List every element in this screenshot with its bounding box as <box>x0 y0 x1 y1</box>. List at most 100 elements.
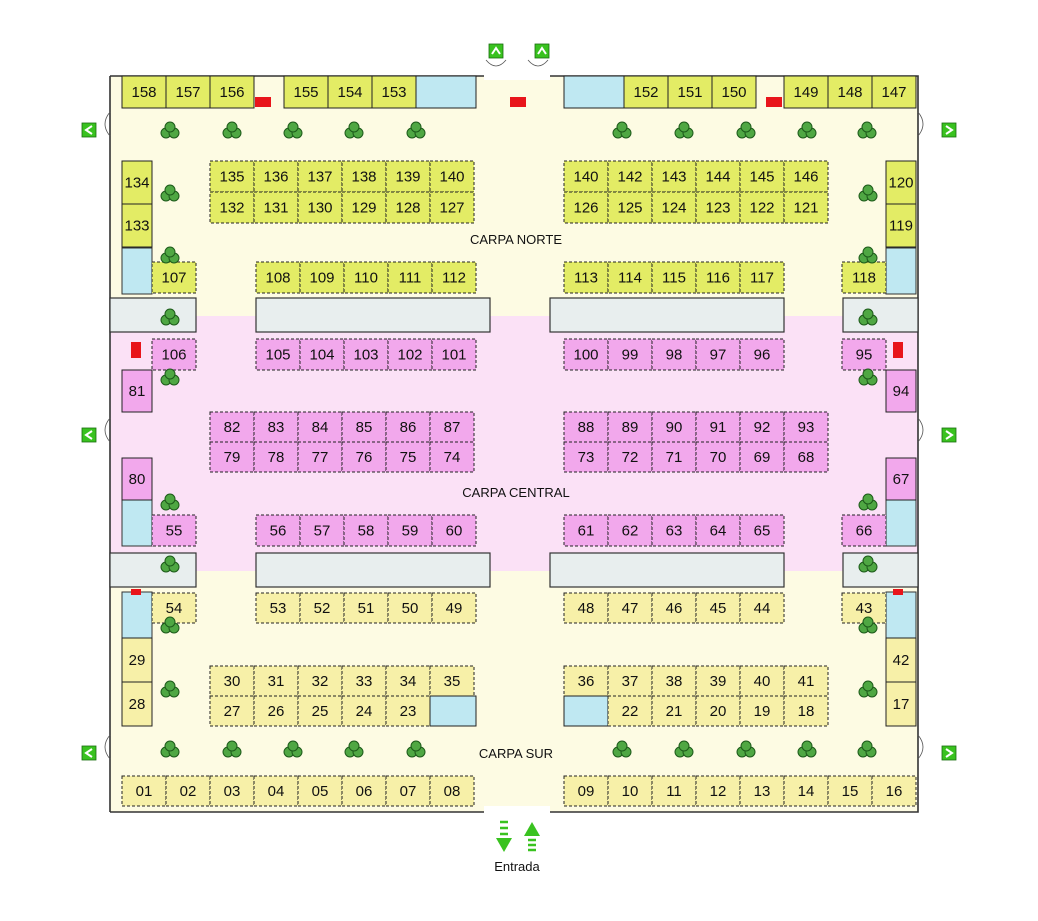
stand-106[interactable]: 106 <box>151 338 197 371</box>
stand-41[interactable]: 41 <box>783 665 829 697</box>
stand-21[interactable]: 21 <box>651 695 697 727</box>
stand-61[interactable]: 61 <box>563 514 609 547</box>
stand-129[interactable]: 129 <box>341 191 387 224</box>
stand-06[interactable]: 06 <box>341 775 387 807</box>
stand-87[interactable]: 87 <box>429 411 475 443</box>
stand-46[interactable]: 46 <box>651 592 697 624</box>
stand-101[interactable]: 101 <box>431 338 477 371</box>
stand-85[interactable]: 85 <box>341 411 387 443</box>
stand-68[interactable]: 68 <box>783 441 829 473</box>
stand-154[interactable]: 154 <box>327 75 373 109</box>
stand-117[interactable]: 117 <box>739 261 785 294</box>
stand-114[interactable]: 114 <box>607 261 653 294</box>
stand-27[interactable]: 27 <box>209 695 255 727</box>
stand-56[interactable]: 56 <box>255 514 301 547</box>
stand-155[interactable]: 155 <box>283 75 329 109</box>
stand-139[interactable]: 139 <box>385 160 431 193</box>
stand-125[interactable]: 125 <box>607 191 653 224</box>
stand-38[interactable]: 38 <box>651 665 697 697</box>
stand-74[interactable]: 74 <box>429 441 475 473</box>
stand-50[interactable]: 50 <box>387 592 433 624</box>
stand-123[interactable]: 123 <box>695 191 741 224</box>
stand-48[interactable]: 48 <box>563 592 609 624</box>
stand-71[interactable]: 71 <box>651 441 697 473</box>
stand-09[interactable]: 09 <box>563 775 609 807</box>
stand-32[interactable]: 32 <box>297 665 343 697</box>
stand-128[interactable]: 128 <box>385 191 431 224</box>
stand-122[interactable]: 122 <box>739 191 785 224</box>
stand-47[interactable]: 47 <box>607 592 653 624</box>
stand-17[interactable]: 17 <box>885 681 917 727</box>
stand-73[interactable]: 73 <box>563 441 609 473</box>
stand-44[interactable]: 44 <box>739 592 785 624</box>
stand-104[interactable]: 104 <box>299 338 345 371</box>
stand-65[interactable]: 65 <box>739 514 785 547</box>
stand-92[interactable]: 92 <box>739 411 785 443</box>
stand-02[interactable]: 02 <box>165 775 211 807</box>
stand-148[interactable]: 148 <box>827 75 873 109</box>
stand-146[interactable]: 146 <box>783 160 829 193</box>
stand-138[interactable]: 138 <box>341 160 387 193</box>
stand-133[interactable]: 133 <box>121 203 153 248</box>
stand-empty[interactable] <box>429 695 477 727</box>
stand-33[interactable]: 33 <box>341 665 387 697</box>
stand-134[interactable]: 134 <box>121 160 153 205</box>
stand-84[interactable]: 84 <box>297 411 343 443</box>
stand-88[interactable]: 88 <box>563 411 609 443</box>
stand-97[interactable]: 97 <box>695 338 741 371</box>
stand-105[interactable]: 105 <box>255 338 301 371</box>
stand-69[interactable]: 69 <box>739 441 785 473</box>
stand-120[interactable]: 120 <box>885 160 917 205</box>
stand-58[interactable]: 58 <box>343 514 389 547</box>
stand-20[interactable]: 20 <box>695 695 741 727</box>
stand-151[interactable]: 151 <box>667 75 713 109</box>
stand-12[interactable]: 12 <box>695 775 741 807</box>
stand-70[interactable]: 70 <box>695 441 741 473</box>
stand-43[interactable]: 43 <box>841 592 887 624</box>
stand-16[interactable]: 16 <box>871 775 917 807</box>
stand-22[interactable]: 22 <box>607 695 653 727</box>
stand-67[interactable]: 67 <box>885 457 917 501</box>
stand-03[interactable]: 03 <box>209 775 255 807</box>
stand-79[interactable]: 79 <box>209 441 255 473</box>
stand-35[interactable]: 35 <box>429 665 475 697</box>
stand-116[interactable]: 116 <box>695 261 741 294</box>
stand-53[interactable]: 53 <box>255 592 301 624</box>
stand-113[interactable]: 113 <box>563 261 609 294</box>
stand-23[interactable]: 23 <box>385 695 431 727</box>
stand-149[interactable]: 149 <box>783 75 829 109</box>
stand-119[interactable]: 119 <box>885 203 917 248</box>
stand-126[interactable]: 126 <box>563 191 609 224</box>
stand-55[interactable]: 55 <box>151 514 197 547</box>
stand-empty[interactable] <box>563 75 625 109</box>
stand-157[interactable]: 157 <box>165 75 211 109</box>
stand-152[interactable]: 152 <box>623 75 669 109</box>
stand-91[interactable]: 91 <box>695 411 741 443</box>
stand-13[interactable]: 13 <box>739 775 785 807</box>
stand-49[interactable]: 49 <box>431 592 477 624</box>
stand-76[interactable]: 76 <box>341 441 387 473</box>
stand-24[interactable]: 24 <box>341 695 387 727</box>
stand-75[interactable]: 75 <box>385 441 431 473</box>
stand-103[interactable]: 103 <box>343 338 389 371</box>
stand-62[interactable]: 62 <box>607 514 653 547</box>
stand-30[interactable]: 30 <box>209 665 255 697</box>
stand-42[interactable]: 42 <box>885 637 917 683</box>
stand-112[interactable]: 112 <box>431 261 477 294</box>
stand-07[interactable]: 07 <box>385 775 431 807</box>
stand-121[interactable]: 121 <box>783 191 829 224</box>
stand-99[interactable]: 99 <box>607 338 653 371</box>
stand-01[interactable]: 01 <box>121 775 167 807</box>
stand-31[interactable]: 31 <box>253 665 299 697</box>
stand-102[interactable]: 102 <box>387 338 433 371</box>
stand-54[interactable]: 54 <box>151 592 197 624</box>
stand-29[interactable]: 29 <box>121 637 153 683</box>
stand-153[interactable]: 153 <box>371 75 417 109</box>
stand-136[interactable]: 136 <box>253 160 299 193</box>
stand-118[interactable]: 118 <box>841 261 887 294</box>
stand-57[interactable]: 57 <box>299 514 345 547</box>
stand-132[interactable]: 132 <box>209 191 255 224</box>
stand-59[interactable]: 59 <box>387 514 433 547</box>
stand-110[interactable]: 110 <box>343 261 389 294</box>
stand-15[interactable]: 15 <box>827 775 873 807</box>
